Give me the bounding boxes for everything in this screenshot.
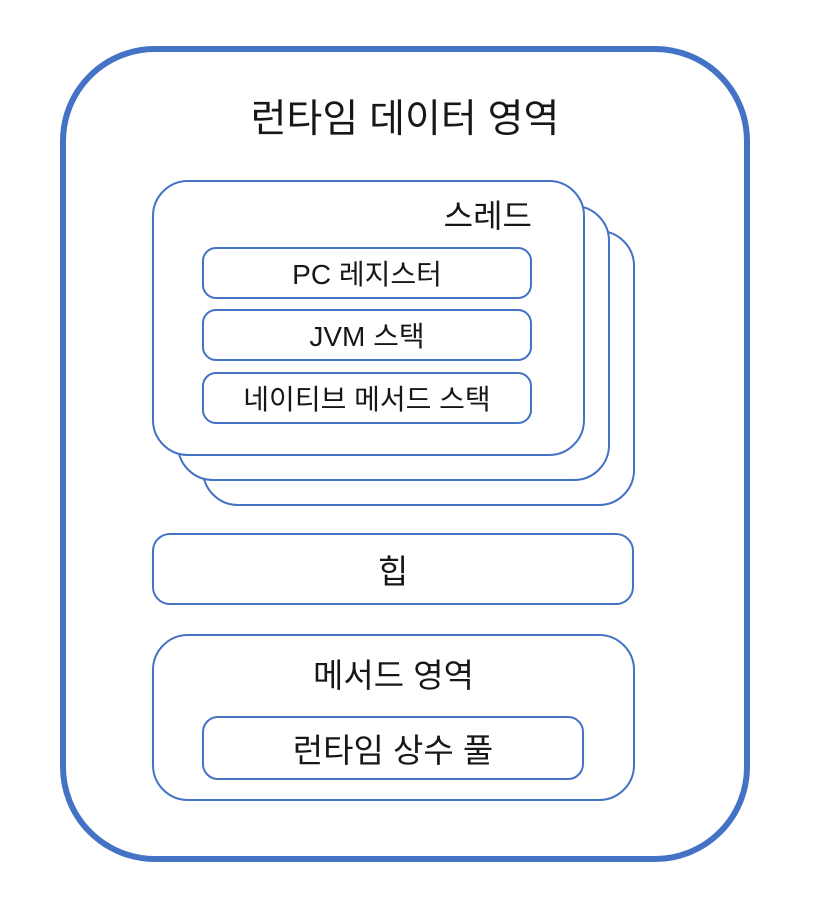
method-area-label: 메서드 영역 [313,657,474,694]
pc-register-box: PC 레지스터 [202,247,532,299]
jvm-stack-box: JVM 스택 [202,309,532,361]
native-method-stack-box: 네이티브 메서드 스택 [202,372,532,424]
diagram-title: 런타임 데이터 영역 [250,98,560,141]
thread-label: 스레드 [443,198,532,234]
heap-box: 힙 [152,533,634,605]
runtime-constant-pool-box: 런타임 상수 풀 [202,716,584,780]
